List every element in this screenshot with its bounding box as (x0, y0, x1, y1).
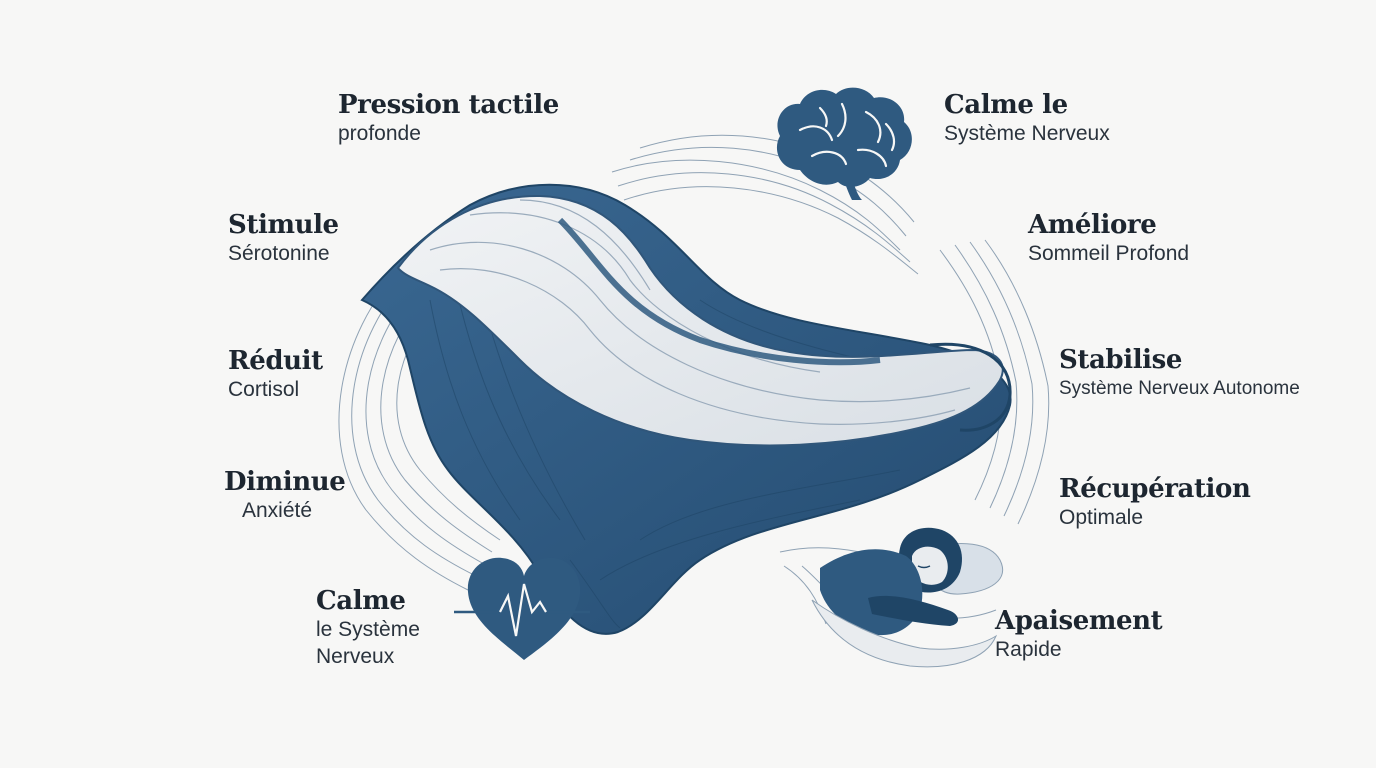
label-title: Stabilise (1059, 345, 1183, 375)
label-reduit: Réduit Cortisol (228, 346, 323, 403)
label-calme-systeme-nerveux-right: Calme le Système Nerveux (944, 90, 1110, 147)
label-subtitle: Sérotonine (228, 242, 330, 265)
label-subtitle: Sommeil Profond (1028, 242, 1190, 265)
label-title: Apaisement (995, 606, 1163, 636)
label-title: Calme (316, 586, 406, 616)
label-title: Réduit (228, 346, 323, 376)
label-subtitle: Système Nerveux (944, 122, 1110, 145)
label-recuperation: Récupération Optimale (1059, 474, 1251, 531)
label-stabilise: Stabilise Système Nerveux Autonome (1059, 345, 1300, 402)
label-subtitle: Rapide (995, 638, 1062, 661)
brain-icon (776, 87, 912, 200)
label-subtitle: Anxiété (242, 499, 313, 522)
label-apaisement: Apaisement Rapide (995, 606, 1163, 663)
label-title: Récupération (1059, 474, 1251, 504)
label-subtitle: profonde (338, 122, 421, 145)
label-title: Calme le (944, 90, 1068, 120)
weighted-blanket-illustration (360, 183, 1012, 635)
motion-lines-right (939, 239, 1050, 525)
label-title: Améliore (1028, 210, 1157, 240)
label-pression-tactile: Pression tactile profonde (338, 90, 559, 147)
motion-lines-left (338, 269, 501, 591)
label-subtitle: Système Nerveux Autonome (1059, 378, 1300, 399)
label-diminue: Diminue Anxiété (224, 467, 346, 524)
label-subtitle-line1: le Système (316, 618, 420, 641)
label-stimule: Stimule Sérotonine (228, 210, 339, 267)
label-subtitle: Cortisol (228, 378, 300, 401)
label-title: Stimule (228, 210, 339, 240)
label-title: Pression tactile (338, 90, 559, 120)
label-title: Diminue (224, 467, 346, 497)
label-calme-systeme-nerveux-left: Calme le Système Nerveux (316, 586, 420, 670)
sleeping-person-icon (779, 527, 1003, 668)
label-subtitle: Optimale (1059, 506, 1144, 529)
heart-pulse-icon (454, 557, 590, 660)
label-subtitle-line2: Nerveux (316, 645, 395, 668)
label-ameliore: Améliore Sommeil Profond (1028, 210, 1189, 267)
